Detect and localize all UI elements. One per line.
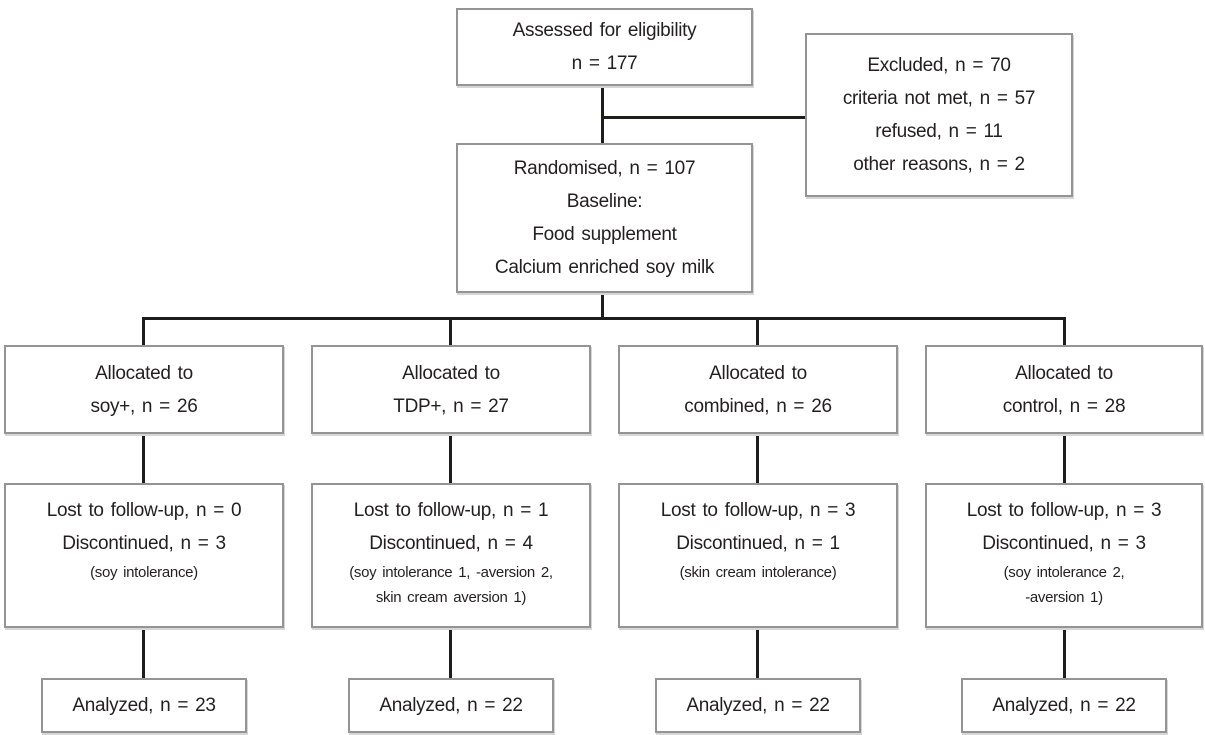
box-followup-tdp: Lost to follow-up, n = 1 Discontinued, n… — [311, 483, 591, 628]
analyzed-count: Analyzed, n = 22 — [686, 695, 830, 716]
analyzed-count: Analyzed, n = 22 — [992, 695, 1136, 716]
allocated-count: control, n = 28 — [1002, 395, 1126, 417]
followup-lost: Lost to follow-up, n = 0 — [46, 500, 242, 521]
excluded-other: other reasons, n = 2 — [853, 154, 1025, 175]
box-allocated-soy: Allocated to soy+, n = 26 — [4, 345, 284, 434]
box-randomised: Randomised, n = 107 Baseline: Food suppl… — [456, 143, 753, 293]
randomised-supplement: Food supplement — [532, 224, 677, 245]
followup-discontinued: Discontinued, n = 3 — [62, 533, 226, 554]
allocated-label: Allocated to — [95, 362, 193, 384]
assessed-count: n = 177 — [571, 53, 638, 74]
followup-note: (soy intolerance 2, — [1003, 564, 1125, 581]
followup-note: (soy intolerance 1, -aversion 2, — [349, 564, 553, 581]
box-followup-control: Lost to follow-up, n = 3 Discontinued, n… — [925, 483, 1203, 628]
excluded-refused: refused, n = 11 — [875, 121, 1003, 142]
randomised-count: Randomised, n = 107 — [513, 158, 696, 179]
allocated-label: Allocated to — [709, 362, 807, 384]
box-excluded: Excluded, n = 70 criteria not met, n = 5… — [805, 33, 1073, 197]
connector-alloc-followup-arm3 — [756, 434, 759, 483]
assessed-line: Assessed for eligibility — [512, 20, 697, 41]
connector-assessed-randomised — [601, 86, 604, 144]
connector-branch-arm4 — [1063, 317, 1066, 345]
box-allocated-tdp: Allocated to TDP+, n = 27 — [311, 345, 591, 434]
allocated-count: TDP+, n = 27 — [393, 395, 509, 417]
connector-to-excluded — [602, 116, 806, 119]
allocated-label: Allocated to — [1015, 362, 1113, 384]
connector-randomised-branch — [601, 293, 604, 320]
connector-followup-analyzed-arm4 — [1063, 628, 1066, 678]
connector-alloc-followup-arm2 — [449, 434, 452, 483]
connector-alloc-followup-arm4 — [1063, 434, 1066, 483]
excluded-total: Excluded, n = 70 — [867, 55, 1011, 76]
connector-followup-analyzed-arm3 — [756, 628, 759, 678]
followup-discontinued: Discontinued, n = 3 — [982, 533, 1146, 554]
box-analyzed-tdp: Analyzed, n = 22 — [348, 678, 554, 733]
followup-lost: Lost to follow-up, n = 3 — [966, 500, 1162, 521]
allocated-count: combined, n = 26 — [684, 395, 832, 417]
analyzed-count: Analyzed, n = 23 — [72, 695, 216, 716]
followup-note: (soy intolerance) — [90, 564, 198, 581]
connector-branch-horizontal — [142, 317, 1066, 320]
followup-note-2: skin cream aversion 1) — [375, 589, 527, 606]
allocated-count: soy+, n = 26 — [90, 395, 198, 417]
box-assessed: Assessed for eligibility n = 177 — [456, 8, 753, 86]
box-analyzed-control: Analyzed, n = 22 — [961, 678, 1167, 733]
connector-branch-arm2 — [449, 317, 452, 345]
box-analyzed-soy: Analyzed, n = 23 — [41, 678, 247, 733]
followup-note: (skin cream intolerance) — [679, 564, 837, 581]
randomised-soymilk: Calcium enriched soy milk — [494, 257, 715, 278]
box-followup-soy: Lost to follow-up, n = 0 Discontinued, n… — [4, 483, 284, 628]
followup-discontinued: Discontinued, n = 4 — [369, 533, 533, 554]
followup-note-2: -aversion 1) — [1025, 589, 1103, 606]
analyzed-count: Analyzed, n = 22 — [379, 695, 523, 716]
followup-lost: Lost to follow-up, n = 1 — [353, 500, 549, 521]
box-analyzed-combined: Analyzed, n = 22 — [655, 678, 861, 733]
followup-discontinued: Discontinued, n = 1 — [676, 533, 840, 554]
connector-followup-analyzed-arm2 — [449, 628, 452, 678]
box-allocated-control: Allocated to control, n = 28 — [925, 345, 1203, 434]
followup-lost: Lost to follow-up, n = 3 — [660, 500, 856, 521]
connector-branch-arm3 — [756, 317, 759, 345]
connector-branch-arm1 — [142, 317, 145, 345]
randomised-baseline: Baseline: — [566, 191, 643, 212]
box-followup-combined: Lost to follow-up, n = 3 Discontinued, n… — [618, 483, 898, 628]
excluded-criteria: criteria not met, n = 57 — [842, 88, 1036, 109]
allocated-label: Allocated to — [402, 362, 500, 384]
box-allocated-combined: Allocated to combined, n = 26 — [618, 345, 898, 434]
connector-followup-analyzed-arm1 — [142, 628, 145, 678]
connector-alloc-followup-arm1 — [142, 434, 145, 483]
